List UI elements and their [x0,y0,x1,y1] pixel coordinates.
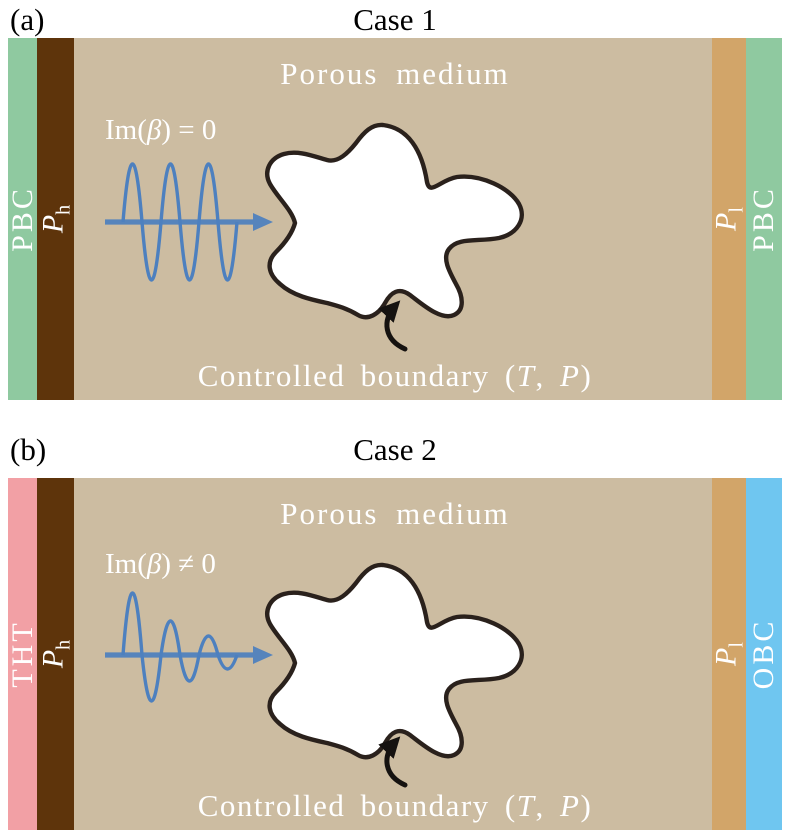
temperature-symbol: T [516,358,536,393]
cavity-blob [265,122,524,320]
panel-a-title: Case 1 [353,2,437,37]
boundary-pointer-arrow-icon [378,300,408,352]
panel-a-porous-medium-region: PBC Ph Pl PBC Porous medium Im(β) = 0 [5,38,782,400]
panel-b-porous-medium-label: Porous medium [280,496,510,531]
panel-b-tag: (b) [10,432,47,467]
cb-text: Controlled boundary ( [197,788,517,823]
panel-a-high-pressure-label: Ph [36,205,75,233]
boundary-pointer-arrow-icon [378,736,408,788]
panel-a-right-pbc-label: PBC [747,186,780,252]
pressure-symbol: P [560,358,581,393]
propagation-arrow-icon [105,646,273,664]
im-prefix: Im( [105,114,147,146]
cb-text: Controlled boundary ( [197,358,517,393]
panel-b-obc-strip: OBC [746,478,782,830]
panel-a-left-pbc-label: PBC [5,186,39,252]
cb-close: ) [580,788,593,823]
im-suffix: ) = 0 [161,114,217,146]
panel-b-high-pressure-label: Ph [36,640,75,668]
panel-b-obc-label: OBC [747,618,780,690]
p-symbol: P [709,647,743,666]
p-subscript: l [725,207,748,213]
panel-a-left-pbc-strip: PBC [5,38,39,400]
panel-a-porous-medium-label: Porous medium [280,56,510,91]
panel-a-tag: (a) [10,2,45,37]
beta-symbol: β [146,548,162,580]
panel-a-wave-equation-label: Im(β) = 0 [105,114,216,147]
pressure-symbol: P [560,788,581,823]
panel-b-tht-label: THT [5,620,39,688]
p-subscript: l [725,642,748,648]
panel-a-low-pressure-label: Pl [710,207,749,231]
panel-b-porous-medium-region: THT Ph Pl OBC Porous medium Im(β) ≠ 0 [5,478,782,830]
panel-b-wave-equation-label: Im(β) ≠ 0 [105,548,216,581]
decaying-amplitude-wave-icon [121,591,239,703]
panel-a-low-pressure-strip: Pl [710,38,749,400]
cb-sep: , [535,358,560,393]
panel-a-right-pbc-strip: PBC [746,38,782,400]
propagation-arrow-icon [105,213,273,231]
temperature-symbol: T [516,788,536,823]
panel-b-high-pressure-strip: Ph [36,478,75,830]
panel-a-controlled-boundary-label: Controlled boundary (T, P) [8,358,782,394]
panel-a-graphics [105,122,524,352]
beta-symbol: β [146,114,162,146]
cavity-blob [265,562,524,760]
panel-b-low-pressure-strip: Pl [710,478,749,830]
p-subscript: h [52,204,74,215]
p-symbol: P [709,212,743,231]
cb-close: ) [580,358,593,393]
p-symbol: P [36,214,69,234]
p-symbol: P [36,649,69,669]
panel-b-title: Case 2 [353,432,437,467]
panel-a-high-pressure-strip: Ph [36,38,75,400]
constant-amplitude-wave-icon [121,162,239,282]
cb-sep: , [535,788,560,823]
panel-b-tht-strip: THT [5,478,39,830]
im-suffix: ) ≠ 0 [161,548,216,580]
im-prefix: Im( [105,548,147,580]
panel-b-low-pressure-label: Pl [710,642,749,666]
panel-b-controlled-boundary-label: Controlled boundary (T, P) [8,788,782,824]
p-subscript: h [52,639,74,650]
